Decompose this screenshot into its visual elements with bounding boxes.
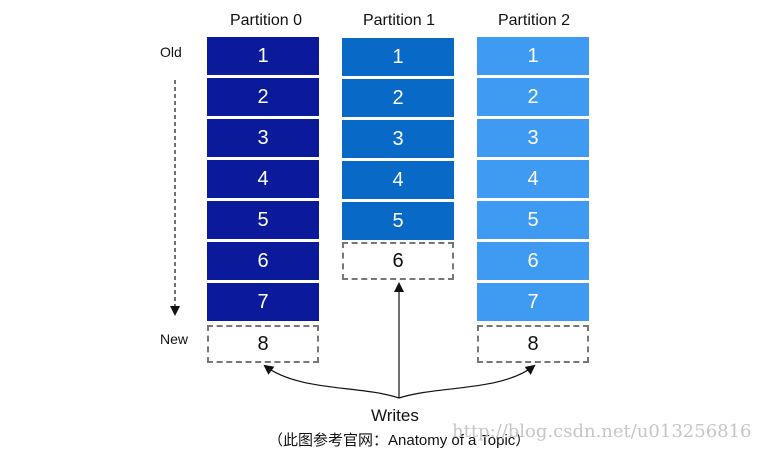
partition-0-record: 7 [207, 283, 319, 321]
partition-2-record: 5 [477, 201, 589, 239]
partition-0-record: 4 [207, 160, 319, 198]
partition-1-record: 3 [342, 120, 454, 158]
partition-1-record: 2 [342, 79, 454, 117]
partition-1-record: 5 [342, 202, 454, 240]
partition-0-record: 1 [207, 37, 319, 75]
partition-2-record: 4 [477, 160, 589, 198]
watermark: http://blog.csdn.net/u013256816 [452, 421, 752, 442]
partition-1-next-write: 6 [342, 242, 454, 280]
new-label: New [160, 331, 189, 347]
partition-1-record: 1 [342, 38, 454, 76]
partition-0-record: 6 [207, 242, 319, 280]
writes-label: Writes [371, 406, 419, 425]
partition-0-record: 5 [207, 201, 319, 239]
partition-2-record: 3 [477, 119, 589, 157]
partition-0-next-write: 8 [207, 325, 319, 363]
partition-2-title: Partition 2 [497, 12, 571, 29]
partition-2-record: 7 [477, 283, 589, 321]
partition-2-record: 2 [477, 78, 589, 116]
old-label: Old [160, 44, 182, 60]
partition-0-title: Partition 0 [229, 12, 303, 29]
partition-2-next-write: 8 [477, 325, 589, 363]
partition-2-record: 6 [477, 242, 589, 280]
write-arrow-partition-2 [398, 364, 536, 399]
caption-note: （此图参考官网：Anatomy of a Topic） [268, 432, 531, 449]
partition-1-record: 4 [342, 161, 454, 199]
partition-0-record: 2 [207, 78, 319, 116]
partition-2-record: 1 [477, 37, 589, 75]
partition-1-title: Partition 1 [362, 12, 436, 29]
partition-0-record: 3 [207, 119, 319, 157]
write-arrow-partition-0 [263, 364, 400, 399]
